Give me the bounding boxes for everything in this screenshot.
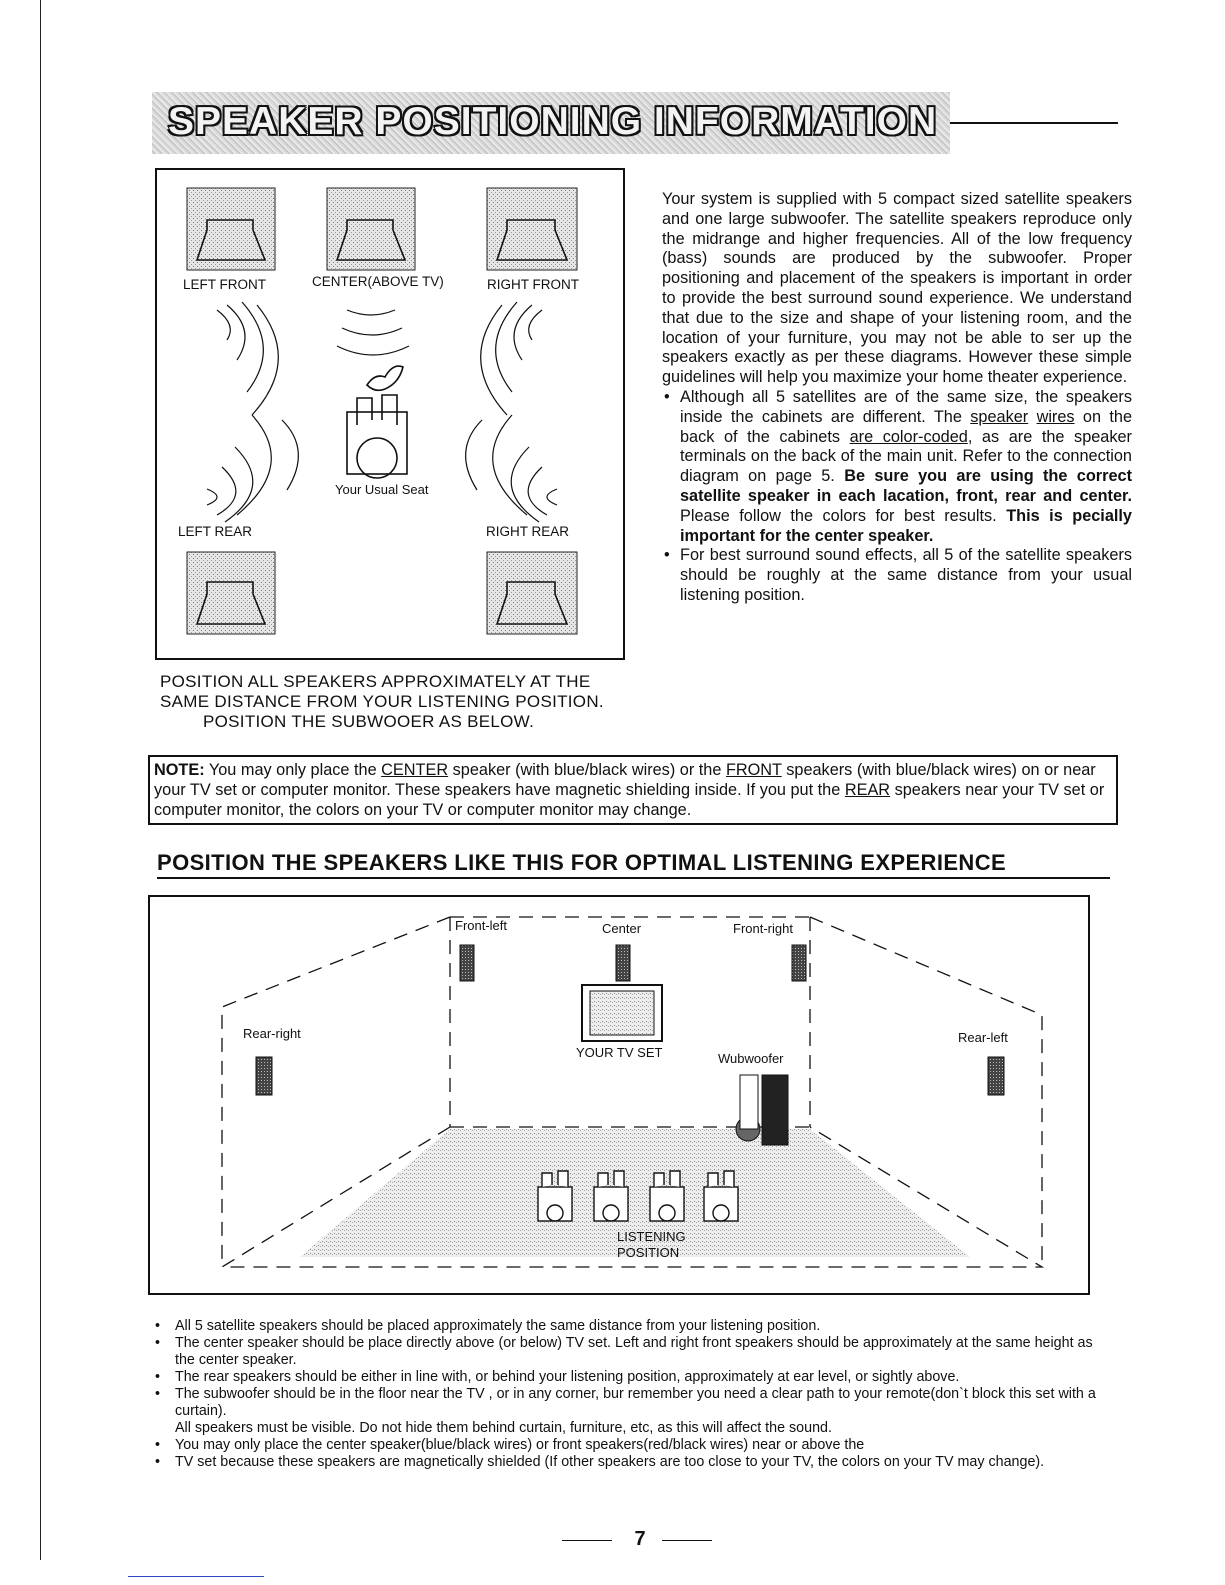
note-text: speakers near your TV set or computer mo… (154, 781, 1105, 819)
label-front-left: Front-left (455, 918, 508, 933)
bullet-color-coding: Although all 5 satellites are of the sam… (664, 387, 1133, 546)
label-tv-set: YOUR TV SET (576, 1045, 663, 1060)
tip-item: You may only place the center speaker(bl… (155, 1437, 1115, 1454)
speaker-layout-drawing (186, 187, 578, 635)
tip-item: The rear speakers should be either in li… (155, 1369, 1115, 1386)
intro-text-block: Your system is supplied with 5 compact s… (662, 190, 1132, 606)
label-left-front: LEFT FRONT (183, 277, 267, 292)
intro-paragraph: Your system is supplied with 5 compact s… (662, 190, 1132, 387)
center-speaker-icon (615, 944, 631, 982)
bullet-distance: For best surround sound effects, all 5 o… (664, 546, 1132, 605)
label-position: POSITION (617, 1245, 680, 1260)
section-heading: POSITION THE SPEAKERS LIKE THIS FOR OPTI… (157, 850, 1007, 875)
bold-text: This is pecially important for the cente… (680, 506, 1132, 545)
label-rear-right: Rear-right (243, 1026, 301, 1041)
tv-set-icon (581, 984, 663, 1042)
label-listening: LISTENING (617, 1229, 686, 1244)
label-subwoofer: Wubwoofer (718, 1051, 784, 1066)
label-right-rear: RIGHT REAR (486, 524, 570, 539)
listener-seat-icon (346, 365, 408, 479)
title-banner (152, 92, 950, 154)
bullet-text (1028, 408, 1036, 426)
bold-text: Be sure you are using the correct satell… (680, 467, 1132, 505)
label-center-2: Center (602, 921, 642, 936)
sound-wave-icons (206, 301, 558, 523)
speaker-layout-diagram (155, 168, 625, 660)
note-label: NOTE: (154, 761, 205, 779)
label-right-front: RIGHT FRONT (487, 277, 579, 292)
page-title: SPEAKER POSITIONING INFORMATION (168, 100, 938, 143)
note-front: FRONT (725, 761, 782, 779)
speaker-left-rear-icon (186, 551, 276, 635)
label-center: CENTER(ABOVE TV) (312, 274, 444, 289)
bullet-text: Although all 5 satellites are of the sam… (680, 387, 1132, 426)
page-number-rule-left (562, 1540, 612, 1541)
note-text: You may only place the (204, 761, 382, 779)
label-usual-seat: Your Usual Seat (335, 482, 429, 497)
tip-item: All 5 satellite speakers should be place… (155, 1318, 1115, 1335)
note-text: speaker (with blue/black wires) or the (448, 761, 726, 779)
speaker-center-icon (326, 187, 416, 271)
subwoofer-icon (735, 1074, 789, 1146)
listener-seats-icon (537, 1170, 739, 1222)
speaker-left-front-icon (186, 187, 276, 271)
front-left-speaker-icon (459, 944, 475, 982)
tip-item: The subwoofer should be in the floor nea… (155, 1386, 1115, 1420)
speaker-right-rear-icon (486, 551, 578, 635)
note-box: NOTE: You may only place the CENTER spea… (148, 755, 1118, 825)
page-number-rule-right (662, 1540, 712, 1541)
underlined-text: are color-coded (849, 427, 968, 446)
room-diagram (148, 895, 1090, 1295)
label-front-right: Front-right (733, 921, 793, 936)
caption-line-1: POSITION ALL SPEAKERS APPROXIMATELY AT T… (160, 672, 591, 691)
front-right-speaker-icon (791, 944, 807, 982)
speaker-right-front-icon (486, 187, 578, 271)
room-drawing (219, 916, 1045, 1268)
note-center: CENTER (381, 761, 449, 779)
rear-right-speaker-icon (255, 1056, 273, 1096)
note-text: speakers (with blue/black wires) on or n… (154, 761, 1096, 799)
margin-rule (40, 0, 41, 1560)
bullet-text: on the back of the cabinets (680, 407, 1133, 446)
bottom-link-underline (128, 1576, 264, 1577)
underlined-text: speaker (970, 407, 1029, 426)
caption-line-3: POSITION THE SUBWOOER AS BELOW. (203, 712, 535, 731)
label-left-rear: LEFT REAR (178, 524, 253, 539)
tip-item: TV set because these speakers are magnet… (155, 1454, 1115, 1471)
underlined-text: wires (1036, 407, 1075, 426)
listening-floor (300, 1129, 970, 1257)
room-walls (219, 916, 1045, 1268)
caption-line-2: SAME DISTANCE FROM YOUR LISTENING POSITI… (160, 692, 604, 711)
rear-left-speaker-icon (987, 1056, 1005, 1096)
page-number: 7 (634, 1528, 646, 1550)
bullet-text: Please follow the colors for best result… (680, 506, 1007, 525)
placement-tips: All 5 satellite speakers should be place… (155, 1318, 1115, 1471)
label-rear-left: Rear-left (958, 1030, 1008, 1045)
title-rule (950, 122, 1118, 124)
tip-item: All speakers must be visible. Do not hid… (175, 1420, 832, 1436)
bullet-text: , as are the speaker terminals on the ba… (680, 427, 1132, 486)
note-rear: REAR (844, 781, 891, 799)
tip-item: The center speaker should be place direc… (155, 1335, 1115, 1369)
section-heading-rule (157, 877, 1110, 879)
